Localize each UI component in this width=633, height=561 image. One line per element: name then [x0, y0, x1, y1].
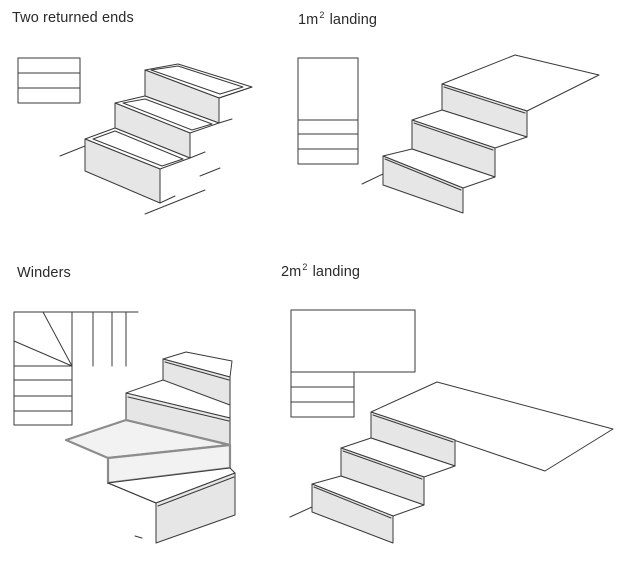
title-two-returned-ends: Two returned ends: [12, 10, 134, 26]
title-1m2-landing-sup: 2: [319, 10, 325, 20]
title-1m2-landing-pre: 1m: [298, 12, 319, 28]
landing-1m-stair: [361, 54, 600, 214]
title-2m2-landing-sup: 2: [302, 262, 308, 272]
returned-ends-plan: [17, 57, 81, 104]
landing-1m-plan: [297, 57, 359, 165]
returned-ends-stair: [59, 63, 253, 215]
winders-stair: [64, 351, 236, 544]
landing-2m-stair: [289, 381, 614, 544]
title-1m2-landing-post: landing: [325, 12, 378, 28]
winders-plan: [13, 311, 139, 426]
title-2m2-landing: 2m2 landing: [281, 262, 360, 280]
title-winders: Winders: [17, 265, 71, 281]
title-2m2-landing-post: landing: [308, 264, 361, 280]
landing-2m-plan: [290, 309, 416, 418]
title-2m2-landing-pre: 2m: [281, 264, 302, 280]
title-1m2-landing: 1m2 landing: [298, 10, 377, 28]
